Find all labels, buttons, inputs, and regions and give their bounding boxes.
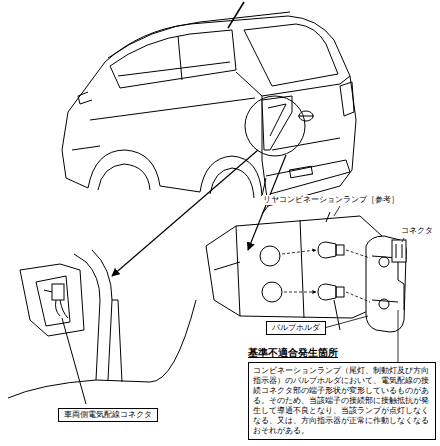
part-name: バルブホルダ <box>266 321 326 335</box>
label-box: バルブホルダ <box>266 321 326 335</box>
lamp-detail <box>206 212 406 332</box>
assembly-line <box>282 250 370 302</box>
car-rear-view <box>62 2 356 214</box>
highlight-circle <box>245 96 305 156</box>
view-arrow <box>112 150 258 276</box>
label-box: 車両側電気配線コネクタ <box>58 408 158 422</box>
body-side-detail <box>8 250 196 404</box>
leader-line <box>324 206 404 364</box>
part-name: リヤコンビネーションランプ［参考］ <box>262 195 400 205</box>
part-name: コネクタ <box>400 226 434 236</box>
note-body: コンビネーションランプ（尾灯、制動灯及び方向指示器）のバルブホルダにおいて、電気… <box>248 362 436 440</box>
note-box: 基準不適合発生箇所コンビネーションランプ（尾灯、制動灯及び方向指示器）のバルブホ… <box>248 347 436 440</box>
part-name: 車両側電気配線コネクタ <box>58 408 158 422</box>
note-heading: 基準不適合発生箇所 <box>248 347 436 360</box>
